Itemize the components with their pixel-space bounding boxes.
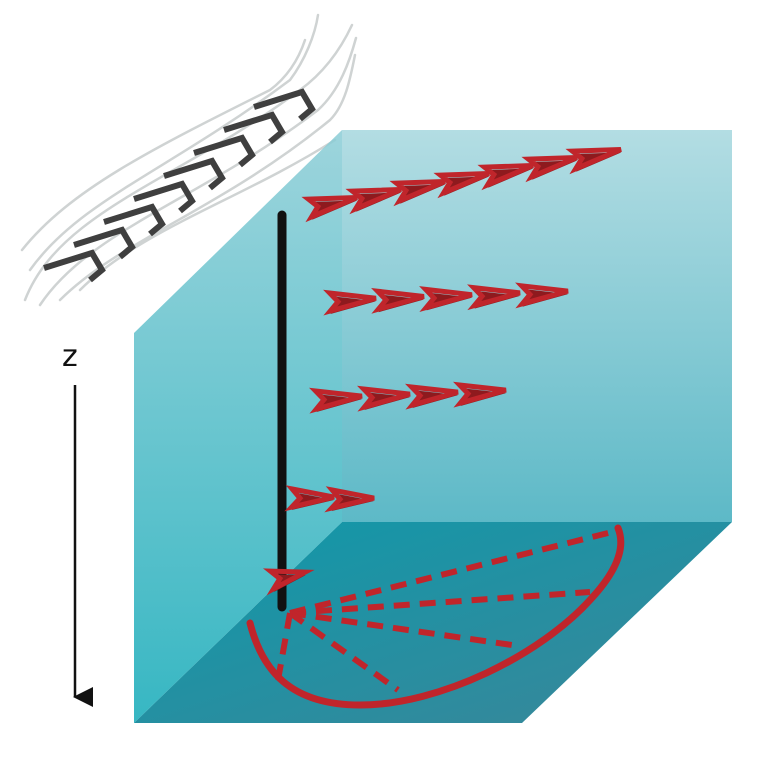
current-arrow	[357, 385, 411, 412]
current-arrow	[262, 568, 315, 596]
current-arrow	[467, 284, 521, 311]
wind-arrow	[223, 111, 286, 145]
wind-arrow	[43, 249, 106, 283]
water-bottom-face	[134, 522, 732, 723]
current-arrow	[433, 170, 490, 199]
current-arrow	[284, 485, 335, 512]
current-layer	[284, 485, 375, 513]
current-layer	[323, 282, 569, 316]
current-arrow	[521, 154, 578, 183]
current-arrow	[324, 486, 375, 513]
current-arrow	[515, 282, 569, 309]
water-back-face	[342, 130, 732, 522]
wind-streak	[58, 53, 357, 302]
current-layer	[309, 381, 507, 414]
wind-streak	[23, 23, 354, 302]
current-layer	[301, 146, 622, 223]
current-arrow	[309, 387, 363, 414]
wind-arrows	[43, 88, 316, 283]
wind-arrow	[253, 88, 316, 122]
wind-arrow	[73, 226, 136, 260]
wind-streak	[28, 13, 320, 272]
water-front-face	[134, 130, 342, 723]
water-box	[134, 130, 732, 723]
current-arrow	[345, 186, 402, 215]
wind-arrow	[103, 203, 166, 237]
wind-streak	[78, 138, 337, 292]
z-axis-label: z	[62, 339, 78, 374]
hodograph-ray	[289, 529, 613, 616]
current-layer	[262, 568, 315, 596]
current-arrow	[419, 286, 473, 312]
hodograph-ray	[289, 610, 513, 648]
current-arrow	[477, 162, 534, 191]
hodograph-ray	[275, 612, 293, 681]
current-arrows	[262, 146, 622, 596]
wind-arrow	[193, 134, 256, 168]
current-arrow	[323, 289, 377, 316]
current-arrow	[371, 287, 425, 314]
wind-streak	[20, 38, 307, 252]
current-arrow	[405, 383, 459, 410]
current-arrow	[301, 194, 358, 223]
wind-arrow	[163, 157, 226, 191]
bottom-hodograph	[246, 524, 625, 709]
current-arrow	[453, 381, 507, 408]
current-arrow	[565, 146, 622, 175]
hodograph-rays	[275, 529, 613, 693]
wind-arrow	[133, 180, 196, 214]
hodograph-curve	[246, 524, 625, 709]
current-arrow	[389, 178, 446, 207]
hodograph-ray	[288, 610, 400, 693]
